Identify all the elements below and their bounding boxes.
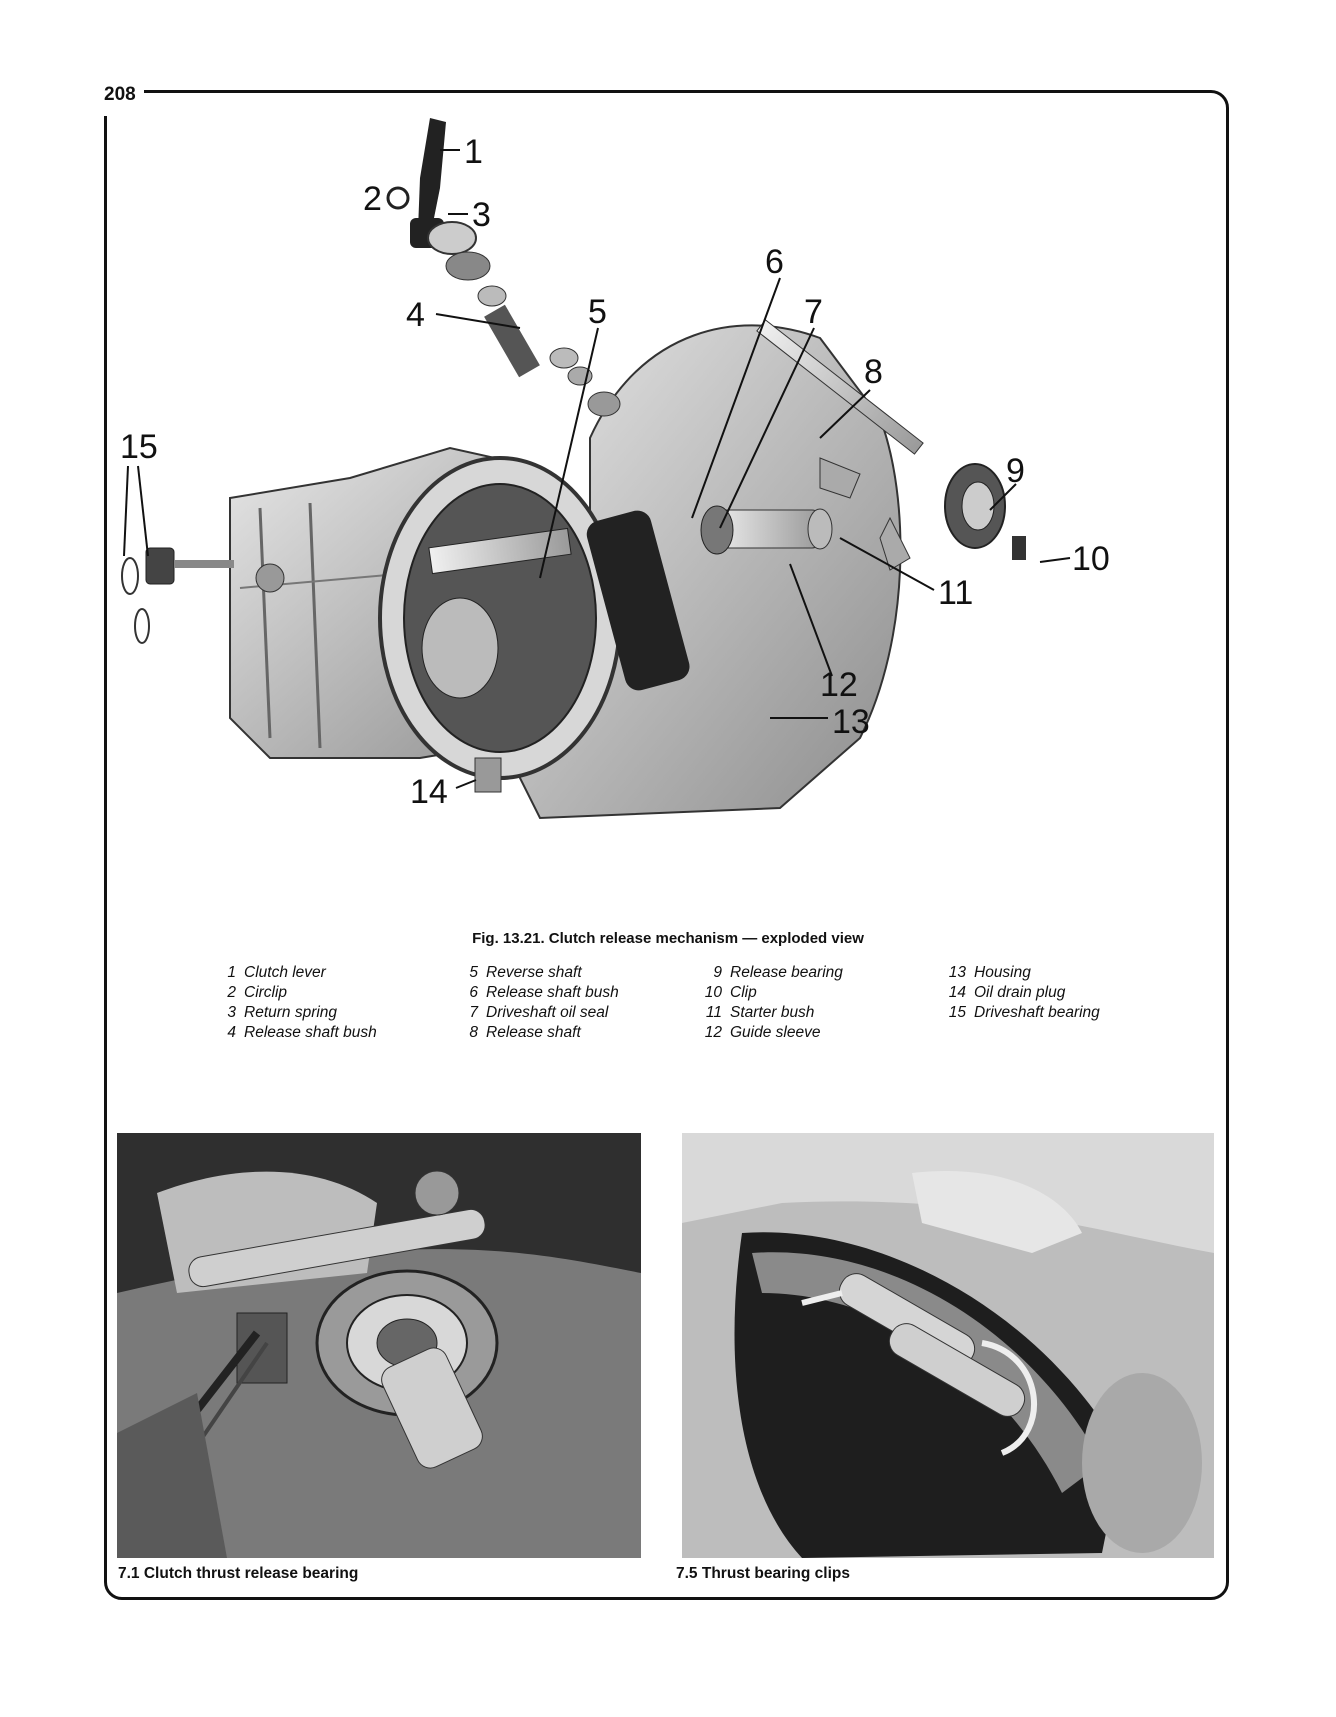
photo-thrust-bearing-clips — [682, 1133, 1214, 1558]
callout-3: 3 — [472, 196, 491, 234]
clutch-lever-assembly — [386, 118, 621, 417]
photo-caption-left: 7.1 Clutch thrust release bearing — [118, 1565, 359, 1582]
callout-11: 11 — [938, 574, 973, 612]
callout-6: 6 — [765, 243, 784, 281]
bell-housing — [378, 324, 902, 820]
exploded-view-figure: 1 2 3 4 5 6 7 8 9 10 11 12 13 14 15 — [120, 118, 1216, 918]
photo-caption-right: 7.5 Thrust bearing clips — [676, 1565, 850, 1582]
callout-10: 10 — [1072, 540, 1110, 578]
callout-12: 12 — [820, 666, 858, 704]
leader-lines — [123, 149, 1071, 789]
callout-7: 7 — [804, 293, 823, 331]
callout-15: 15 — [120, 428, 158, 466]
driveshaft-bearing — [121, 547, 234, 644]
oil-drain-plug — [474, 757, 502, 793]
callout-4: 4 — [406, 296, 425, 334]
release-shaft — [756, 319, 924, 571]
callout-8: 8 — [864, 353, 883, 391]
frame-cover — [100, 86, 144, 116]
callout-5: 5 — [588, 293, 607, 331]
page-frame — [104, 90, 1229, 1600]
callout-9: 9 — [1006, 452, 1025, 490]
photo-clutch-thrust-release-bearing — [117, 1133, 641, 1558]
callout-13: 13 — [832, 703, 870, 741]
callout-1: 1 — [464, 133, 483, 171]
callout-2: 2 — [363, 180, 382, 218]
callout-numbers: 1 2 3 4 5 6 7 8 9 10 11 12 13 14 15 — [120, 133, 1110, 811]
exploded-view-illustration: 1 2 3 4 5 6 7 8 9 10 11 12 13 14 15 — [120, 118, 1110, 820]
release-bearing — [944, 463, 1026, 560]
page-number: 208 — [104, 84, 136, 105]
photo-illustration-right — [682, 1133, 1214, 1558]
photo-illustration-left — [117, 1133, 641, 1558]
guide-sleeve — [700, 505, 833, 555]
callout-14: 14 — [410, 773, 448, 811]
figure-caption: Fig. 13.21. Clutch release mechanism — e… — [472, 930, 864, 947]
